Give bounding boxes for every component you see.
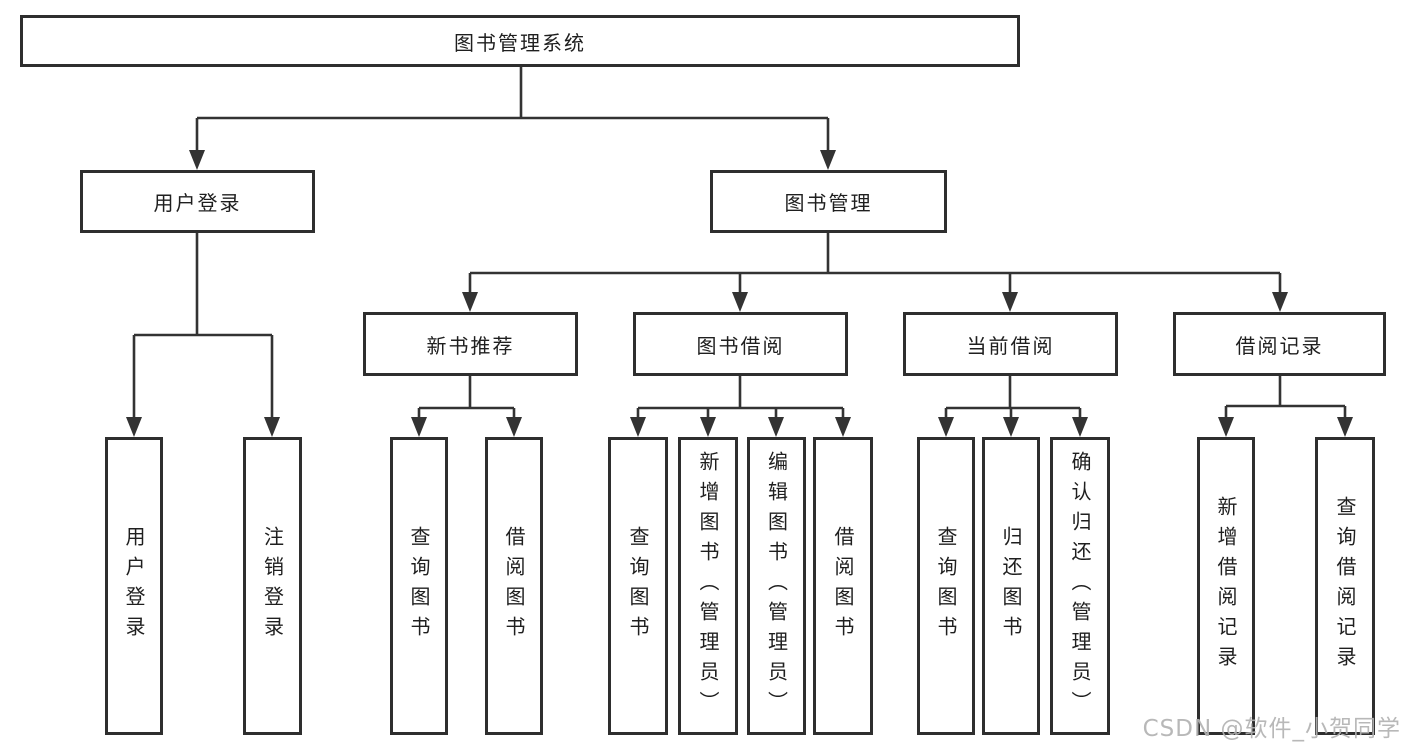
node-label: 借阅图书 xyxy=(502,526,526,646)
leaf-add-books-admin: 新增图书（管理员） xyxy=(678,437,738,735)
leaf-query-borrow-record: 查询借阅记录 xyxy=(1315,437,1375,735)
node-root-system: 图书管理系统 xyxy=(20,15,1020,67)
leaf-return-books: 归还图书 xyxy=(982,437,1040,735)
node-label: 查询图书 xyxy=(934,526,958,646)
leaf-query-books-recommend: 查询图书 xyxy=(390,437,448,735)
node-current-borrow: 当前借阅 xyxy=(903,312,1118,376)
node-label: 借阅图书 xyxy=(831,526,855,646)
csdn-watermark: CSDN @软件_小贺同学 xyxy=(1142,716,1401,742)
node-label: 查询图书 xyxy=(407,526,431,646)
leaf-edit-books-admin: 编辑图书（管理员） xyxy=(747,437,806,735)
node-label: 新增借阅记录 xyxy=(1214,496,1238,676)
node-label: 注销登录 xyxy=(260,526,285,646)
node-label: 用户登录 xyxy=(153,191,242,215)
node-borrow-records: 借阅记录 xyxy=(1173,312,1386,376)
node-label: 查询图书 xyxy=(626,526,650,646)
node-label: 借阅记录 xyxy=(1235,333,1324,358)
node-book-borrow: 图书借阅 xyxy=(633,312,848,376)
arrowhead-icons xyxy=(126,150,1353,437)
leaf-add-borrow-record: 新增借阅记录 xyxy=(1197,437,1255,735)
node-label: 用户登录 xyxy=(122,526,146,646)
node-label: 归还图书 xyxy=(999,526,1023,646)
node-label: 图书管理系统 xyxy=(454,30,586,55)
node-new-book-recommend: 新书推荐 xyxy=(363,312,578,376)
node-label: 新书推荐 xyxy=(426,333,515,358)
leaf-confirm-return-admin: 确认归还（管理员） xyxy=(1050,437,1110,735)
node-label: 新增图书（管理员） xyxy=(696,451,720,721)
leaf-borrow-books: 借阅图书 xyxy=(813,437,873,735)
leaf-borrow-books-recommend: 借阅图书 xyxy=(485,437,543,735)
leaf-query-books-borrow: 查询图书 xyxy=(608,437,668,735)
node-label: 编辑图书（管理员） xyxy=(764,451,789,721)
node-label: 查询借阅记录 xyxy=(1333,496,1357,676)
node-book-management-module: 图书管理 xyxy=(710,170,947,233)
leaf-query-books-current: 查询图书 xyxy=(917,437,975,735)
node-user-login-module: 用户登录 xyxy=(80,170,315,233)
leaf-logout: 注销登录 xyxy=(243,437,302,735)
node-label: 图书管理 xyxy=(784,191,873,215)
node-label: 当前借阅 xyxy=(966,333,1055,358)
leaf-user-login: 用户登录 xyxy=(105,437,163,735)
node-label: 图书借阅 xyxy=(696,333,785,358)
node-label: 确认归还（管理员） xyxy=(1068,451,1092,721)
